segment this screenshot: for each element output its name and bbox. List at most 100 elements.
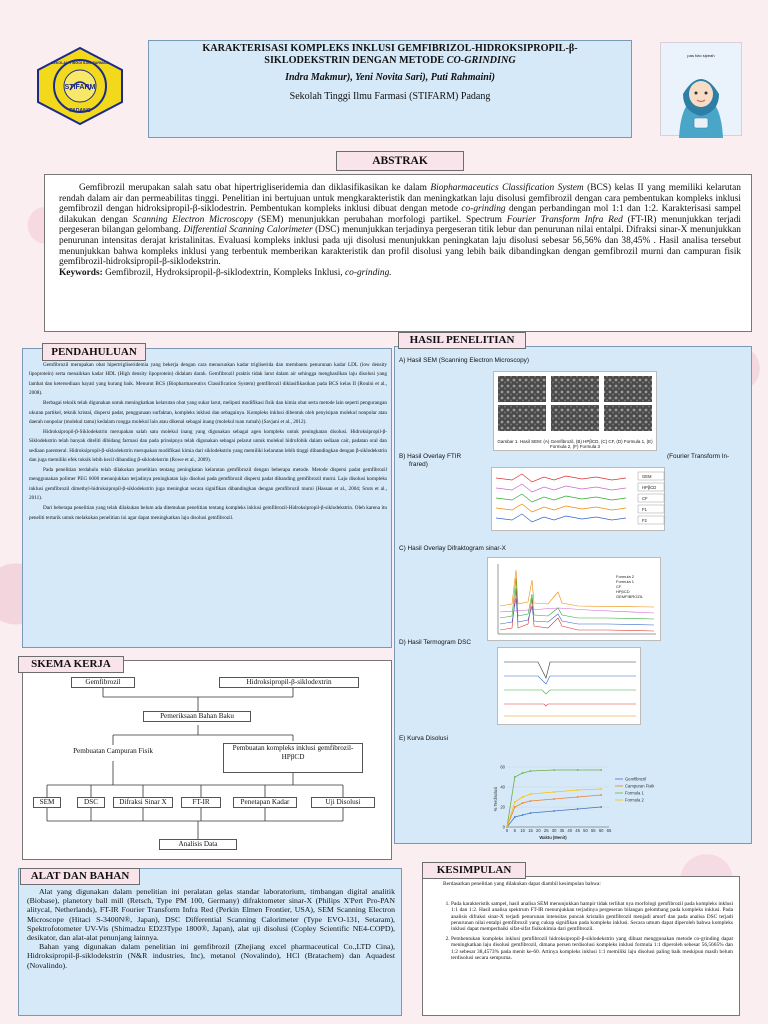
dis-ytick-label: 60 <box>500 765 505 770</box>
dsc-figure <box>497 647 641 725</box>
authors: Indra Makmur), Yeni Novita Sari), Puti R… <box>285 72 495 83</box>
ftir-legend-gem: GEM <box>642 474 652 479</box>
dis-series-line <box>506 806 602 828</box>
dis-xtick-label: 50 <box>583 828 588 833</box>
dis-data-point <box>600 794 603 796</box>
pendahuluan-paragraph: Dari beberapa penelitian yang telah dila… <box>29 505 387 521</box>
title-line-2-italic: CO-GRINDING <box>446 54 516 66</box>
dis-xtick-label: 40 <box>567 828 572 833</box>
skema-test-xrd: Difraksi Sinar X <box>113 797 173 808</box>
abstract-box: Gemfibrozil merupakan salah satu obat hi… <box>44 174 752 332</box>
hasil-penelitian-box: A) Hasil SEM (Scanning Electron Microsco… <box>394 346 752 844</box>
dis-data-point <box>553 798 555 800</box>
dis-data-point <box>521 802 524 804</box>
dis-data-point <box>529 800 532 802</box>
skema-test-kadar: Penetapan Kadar <box>233 797 297 808</box>
title-line-2: SIKLODEKSTRIN DENGAN METODE CO-GRINDING <box>155 55 625 67</box>
stifarm-logo: STIFARM PADANG SEKOLAH TINGGI ILMU FARMA… <box>30 46 130 126</box>
abstract-text: Gemfibrozil merupakan salah satu obat hi… <box>59 183 742 268</box>
skema-pemeriksaan: Pemeriksaan Bahan Baku <box>143 711 251 722</box>
pendahuluan-box: Gemfibrozil merupakan obat hipertriglise… <box>22 348 392 648</box>
skema-test-sem: SEM <box>33 797 61 808</box>
dis-data-point <box>513 816 516 818</box>
dis-xlabel: Waktu (Menit) <box>539 835 567 840</box>
dis-data-point <box>506 826 508 828</box>
flowchart-connectors <box>46 687 344 839</box>
dis-legend-label: Campuran Fisik <box>625 784 655 789</box>
alat-bahan-box: Alat yang digunakan dalam penelitian ini… <box>18 868 402 1016</box>
ftir-legend-hpbcd: HPβCD <box>642 485 656 490</box>
title-line-2-plain: SIKLODEKSTRIN DENGAN METODE <box>264 54 447 66</box>
keywords: Keywords: Gemfibrozil, Hydroksipropil-β-… <box>59 267 392 278</box>
ftir-figure: GEM HPβCD CF F1 F2 <box>491 467 665 531</box>
dis-data-point <box>513 806 516 808</box>
pendahuluan-paragraph: Hidroksipropil-β-Siklodekstrin merupakan… <box>29 428 387 464</box>
dis-data-point <box>529 812 532 814</box>
skema-gemfibrozil: Gemfibrozil <box>71 677 135 688</box>
dis-xtick-label: 65 <box>607 828 612 833</box>
pendahuluan-paragraph: Gemfibrozil merupakan obat hipertriglise… <box>29 362 387 397</box>
dis-data-point <box>521 796 524 798</box>
xrd-legend-hpbcd: HPβCD <box>616 589 630 594</box>
dis-xtick-label: 35 <box>560 828 565 833</box>
skema-analisis-data: Analisis Data <box>159 839 237 850</box>
dis-xtick-label: 55 <box>591 828 596 833</box>
skema-hpbcd: Hidroksipropil-β-siklodextrin <box>219 677 359 688</box>
kesimpulan-box: Berdasarkan penelitian yang dilakukan da… <box>422 876 740 1016</box>
alat-heading: ALAT DAN BAHAN <box>20 868 140 885</box>
dis-xtick-label: 5 <box>514 828 517 833</box>
abstract-heading: ABSTRAK <box>336 151 464 171</box>
hasil-heading: HASIL PENELITIAN <box>398 332 526 349</box>
dis-xtick-label: 20 <box>536 828 541 833</box>
hasil-d-label: D) Hasil Termogram DSC <box>399 639 471 646</box>
pendahuluan-paragraph: Pada penelitian terdahulu telah dilakuka… <box>29 466 387 502</box>
bahan-paragraph: Bahan yang digunakan dalam penelitian in… <box>27 942 395 970</box>
ftir-legend-f2: F2 <box>642 518 648 523</box>
dis-xtick-label: 15 <box>528 828 533 833</box>
xrd-legend-gem: GEMFIBROZIL <box>616 594 644 599</box>
skema-kompleks-inklusi: Pembuatan kompleks inklusi gemfibrozil-H… <box>223 743 363 773</box>
poster-title: KARAKTERISASI KOMPLEKS INKLUSI GEMFIBRIZ… <box>155 43 625 66</box>
skema-kerja-box: Gemfibrozil Hidroksipropil-β-siklodextri… <box>22 660 392 860</box>
hasil-c-label: C) Hasil Overlay Difraktogram sinar-X <box>399 545 506 552</box>
sem-figure: Gambar 1. Hasil SEM: (A) Gemfibrozil, (B… <box>493 371 657 451</box>
pendahuluan-paragraph: Berbagai teknik telah digunakan untuk me… <box>29 400 387 425</box>
kesimpulan-item: Pada karakteristik sampel, hasil analisa… <box>451 901 733 932</box>
dis-ylabel: % Terdisolusi <box>493 787 498 812</box>
skema-test-dsc: DSC <box>77 797 105 808</box>
hasil-a-label: A) Hasil SEM (Scanning Electron Microsco… <box>399 357 529 364</box>
pendahuluan-heading: PENDAHULUAN <box>42 343 146 361</box>
logo-bottom-text: PADANG <box>69 108 90 114</box>
dis-legend-label: Formula 2 <box>625 798 645 803</box>
xrd-figure: Formula 2 Formula 1 CF HPβCD GEMFIBROZIL <box>487 557 661 641</box>
skema-test-ftir: FT-IR <box>181 797 221 808</box>
dis-legend-label: Formula 1 <box>625 791 645 796</box>
dis-data-point <box>553 769 555 771</box>
hasil-b-label: B) Hasil Overlay FTIR <box>399 453 462 460</box>
dsc-plot <box>504 661 636 717</box>
hasil-b-label-right: (Fourier Transform In- <box>667 453 730 460</box>
alat-paragraph: Alat yang digunakan dalam penelitian ini… <box>27 887 395 943</box>
sem-images <box>498 376 652 431</box>
author-photo-card: pas foto sipeah <box>660 42 742 138</box>
dis-ytick-label: 20 <box>500 805 505 810</box>
institution: Sekolah Tinggi Ilmu Farmasi (STIFARM) Pa… <box>289 91 491 102</box>
dis-ytick-label: 0 <box>503 825 506 830</box>
ftir-legend-cf: CF <box>642 496 648 501</box>
dis-legend-label: Gemfibrozil <box>625 777 646 782</box>
dis-ytick-label: 40 <box>500 785 505 790</box>
avatar-illustration <box>679 79 723 138</box>
dis-xtick-label: 30 <box>552 828 557 833</box>
dis-xtick-label: 60 <box>599 828 604 833</box>
logo-top-text: SEKOLAH TINGGI ILMU FARMASI <box>51 61 109 65</box>
kesimpulan-list: Pada karakteristik sampel, hasil analisa… <box>433 901 733 961</box>
skema-campuran-fisik: Pembuatan Campuran Fisik <box>59 747 167 756</box>
dis-data-point <box>600 769 603 771</box>
title-line-1: KARAKTERISASI KOMPLEKS INKLUSI GEMFIBRIZ… <box>202 43 578 54</box>
dis-data-point <box>553 810 555 812</box>
skema-test-disolusi: Uji Disolusi <box>311 797 375 808</box>
logo-center-text: STIFARM <box>65 84 96 91</box>
kesimpulan-item: Pembentukan kompleks inklusi gemfibrozil… <box>451 936 733 961</box>
dis-xtick-label: 0 <box>506 828 509 833</box>
kesimpulan-intro: Berdasarkan penelitian yang dilakukan da… <box>443 881 601 887</box>
